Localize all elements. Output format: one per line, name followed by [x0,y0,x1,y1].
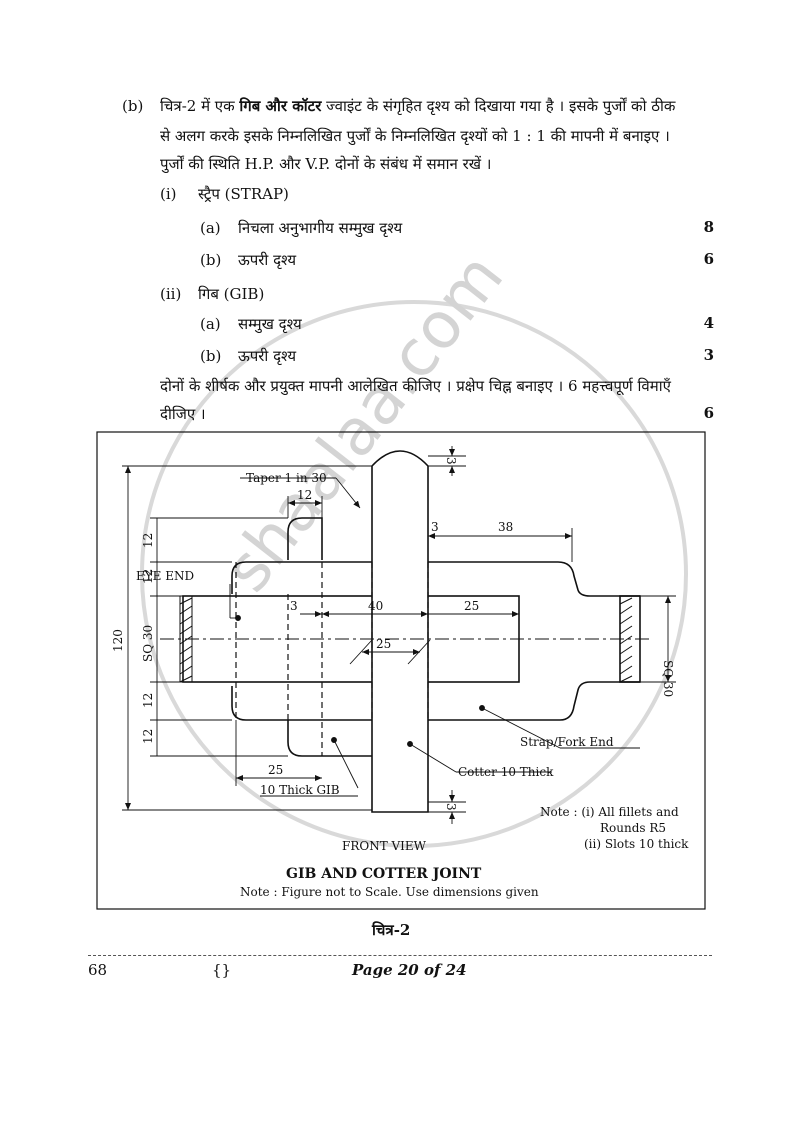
question-line-3: पुर्जों की स्थिति H.P. और V.P. दोनों के … [160,155,492,173]
cotter [371,450,429,813]
dim-25-center: 25 [376,637,391,651]
taper-label: Taper 1 in 30 [246,471,327,485]
note-line-1: Note : (i) All fillets and [540,805,679,819]
dim-sq30-left: SQ 30 [141,625,155,662]
gib-lower [287,720,372,757]
dim-25-right: 25 [464,599,479,613]
dim-12-a: 12 [141,533,155,548]
dim-3-left: 3 [290,599,298,613]
figure-title: GIB AND COTTER JOINT [286,866,482,882]
dim-40: 40 [368,599,383,613]
left-hatch [179,597,193,683]
question-line-2: से अलग करके इसके निम्नलिखित पुर्जों के न… [160,127,670,145]
figure-caption: चित्र-2 [372,921,411,939]
part-ii-title: गिब (GIB) [198,285,265,303]
closing-marks: 6 [703,404,714,422]
line1-part-a: चित्र-2 में एक [160,97,240,115]
gib-label: 10 Thick GIB [260,783,340,797]
dim-12-c: 12 [141,693,155,708]
part-ii-b-marks: 3 [703,346,714,364]
part-i-b-label: (b) [200,251,222,269]
part-i-a-text: निचला अनुभागीय सम्मुख दृश्य [238,219,403,237]
dim-38: 38 [498,520,513,534]
front-view-label: FRONT VIEW [342,839,427,853]
strap-lower [231,681,640,721]
note-line-3: (ii) Slots 10 thick [584,837,689,851]
strap-upper [231,561,640,597]
part-ii-a-marks: 4 [703,314,714,332]
question-line-1: चित्र-2 में एक गिब और कॉटर ज्वाइंट के सं… [160,96,675,116]
eye-end-label: EYE END [136,569,194,583]
right-hatch [619,597,633,683]
closing-line-2: दीजिए । [160,405,206,423]
part-i-a-marks: 8 [703,218,714,236]
figure-subnote: Note : Figure not to Scale. Use dimensio… [240,885,539,899]
dim-3-top: 3 [444,457,458,465]
page-number: Page 20 of 24 [352,961,467,979]
dim-12-d: 12 [141,729,155,744]
part-ii-a-label: (a) [200,315,221,333]
figure-frame [96,431,706,910]
gib-upper [287,517,323,560]
part-i-b-text: ऊपरी दृश्य [238,251,297,269]
cotter-label: Cotter 10 Thick [458,765,554,779]
note-line-2: Rounds R5 [600,821,666,835]
dim-12-b: 12 [141,569,155,584]
part-i-num: (i) [160,185,177,203]
closing-line-1: दोनों के शीर्षक और प्रयुक्त मापनी आलेखित… [160,377,671,395]
page-code: 68 [88,961,108,979]
question-label: (b) [122,97,144,115]
dim-120: 120 [111,629,125,652]
part-ii-b-label: (b) [200,347,222,365]
dim-3-bottom: 3 [444,803,458,811]
part-i-a-label: (a) [200,219,221,237]
part-ii-a-text: सम्मुख दृश्य [238,315,302,333]
dim-12-top: 12 [297,488,312,502]
part-i-title: स्ट्रैप (STRAP) [198,185,289,203]
strap-label: Strap/Fork End [520,735,614,749]
part-ii-num: (ii) [160,285,182,303]
dim-25-bottom: 25 [268,763,283,777]
line1-bold: गिब और कॉटर [239,97,322,115]
part-i-b-marks: 6 [703,250,714,268]
dim-3-mid: 3 [431,520,439,534]
dim-sq30-right: SQ 30 [661,660,675,697]
part-ii-b-text: ऊपरी दृश्य [238,347,297,365]
footer-braces: {} [212,961,232,979]
line1-part-b: ज्वाइंट के संगृहित दृश्य को दिखाया गया ह… [321,97,676,115]
footer-divider [88,955,712,956]
